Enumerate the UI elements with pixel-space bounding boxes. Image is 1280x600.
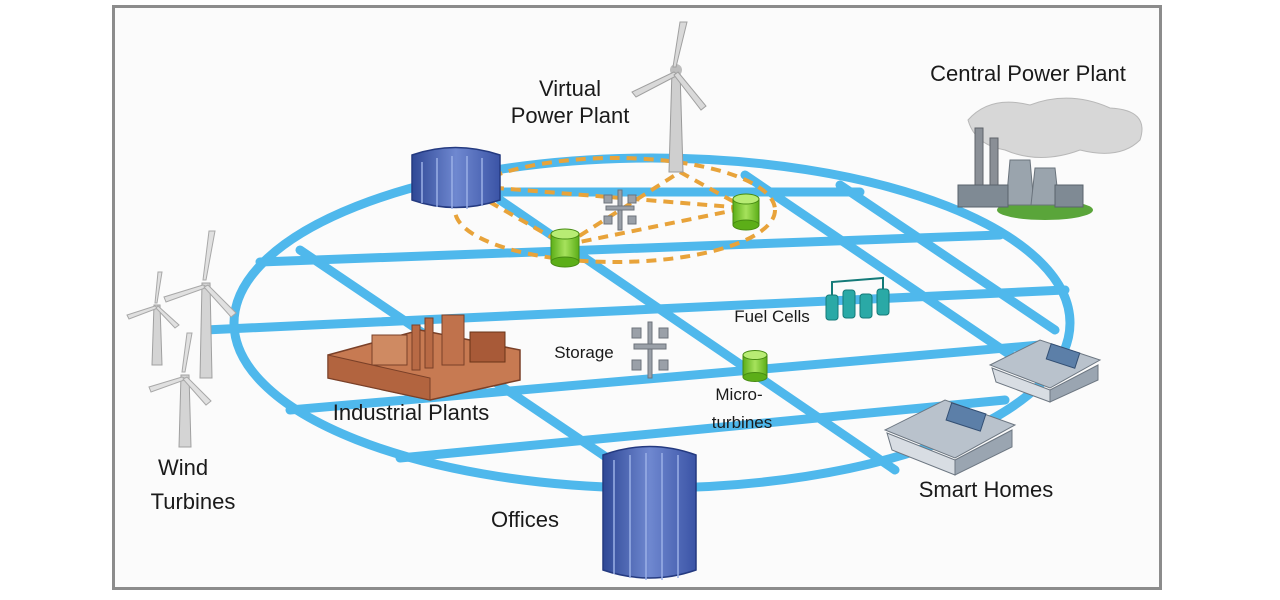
virtual-link	[679, 170, 746, 210]
virtual-link-ring	[453, 156, 777, 264]
wind-turbine-icon	[163, 230, 237, 379]
storage-icon	[631, 321, 669, 379]
central-power-plant-icon	[957, 97, 1143, 220]
microturbine-icon	[742, 350, 768, 382]
industrial-plants-icon	[327, 314, 521, 401]
wind-turbine-icon	[631, 21, 707, 173]
fuel-cells-label: Fuel Cells	[734, 307, 810, 326]
virtual-power-plant-label: Virtual	[539, 76, 601, 101]
grid-line	[835, 180, 1060, 335]
microturbine-icon	[732, 193, 760, 231]
virtual-plant-building-icon	[411, 146, 501, 209]
wind-turbines-label: Wind	[158, 455, 208, 480]
wind-turbine-icon	[148, 332, 212, 448]
microturbines-label: Micro-	[715, 385, 762, 404]
grid-line	[740, 170, 1030, 370]
grid-line	[395, 395, 1010, 463]
storage-icon	[603, 189, 637, 231]
virtual-link	[564, 206, 746, 247]
offices-building-icon	[602, 445, 697, 580]
smart-home-icon	[988, 339, 1102, 403]
fuel-cells-icon	[825, 276, 890, 321]
wind-turbine-icon	[126, 271, 180, 366]
storage-label: Storage	[554, 343, 614, 362]
offices-label: Offices	[491, 507, 559, 532]
microturbine-icon	[550, 228, 580, 268]
industrial-plants-label: Industrial Plants	[333, 400, 490, 425]
central-power-plant-label: Central Power Plant	[930, 61, 1126, 86]
virtual-power-plant-label: Power Plant	[511, 103, 630, 128]
grid-line	[285, 340, 1045, 415]
wind-turbines-label: Turbines	[151, 489, 236, 514]
microturbines-label: turbines	[712, 413, 772, 432]
smart-home-icon	[883, 399, 1017, 476]
smart-homes-label: Smart Homes	[919, 477, 1053, 502]
grid-line	[255, 230, 1005, 267]
virtual-link	[459, 183, 746, 210]
